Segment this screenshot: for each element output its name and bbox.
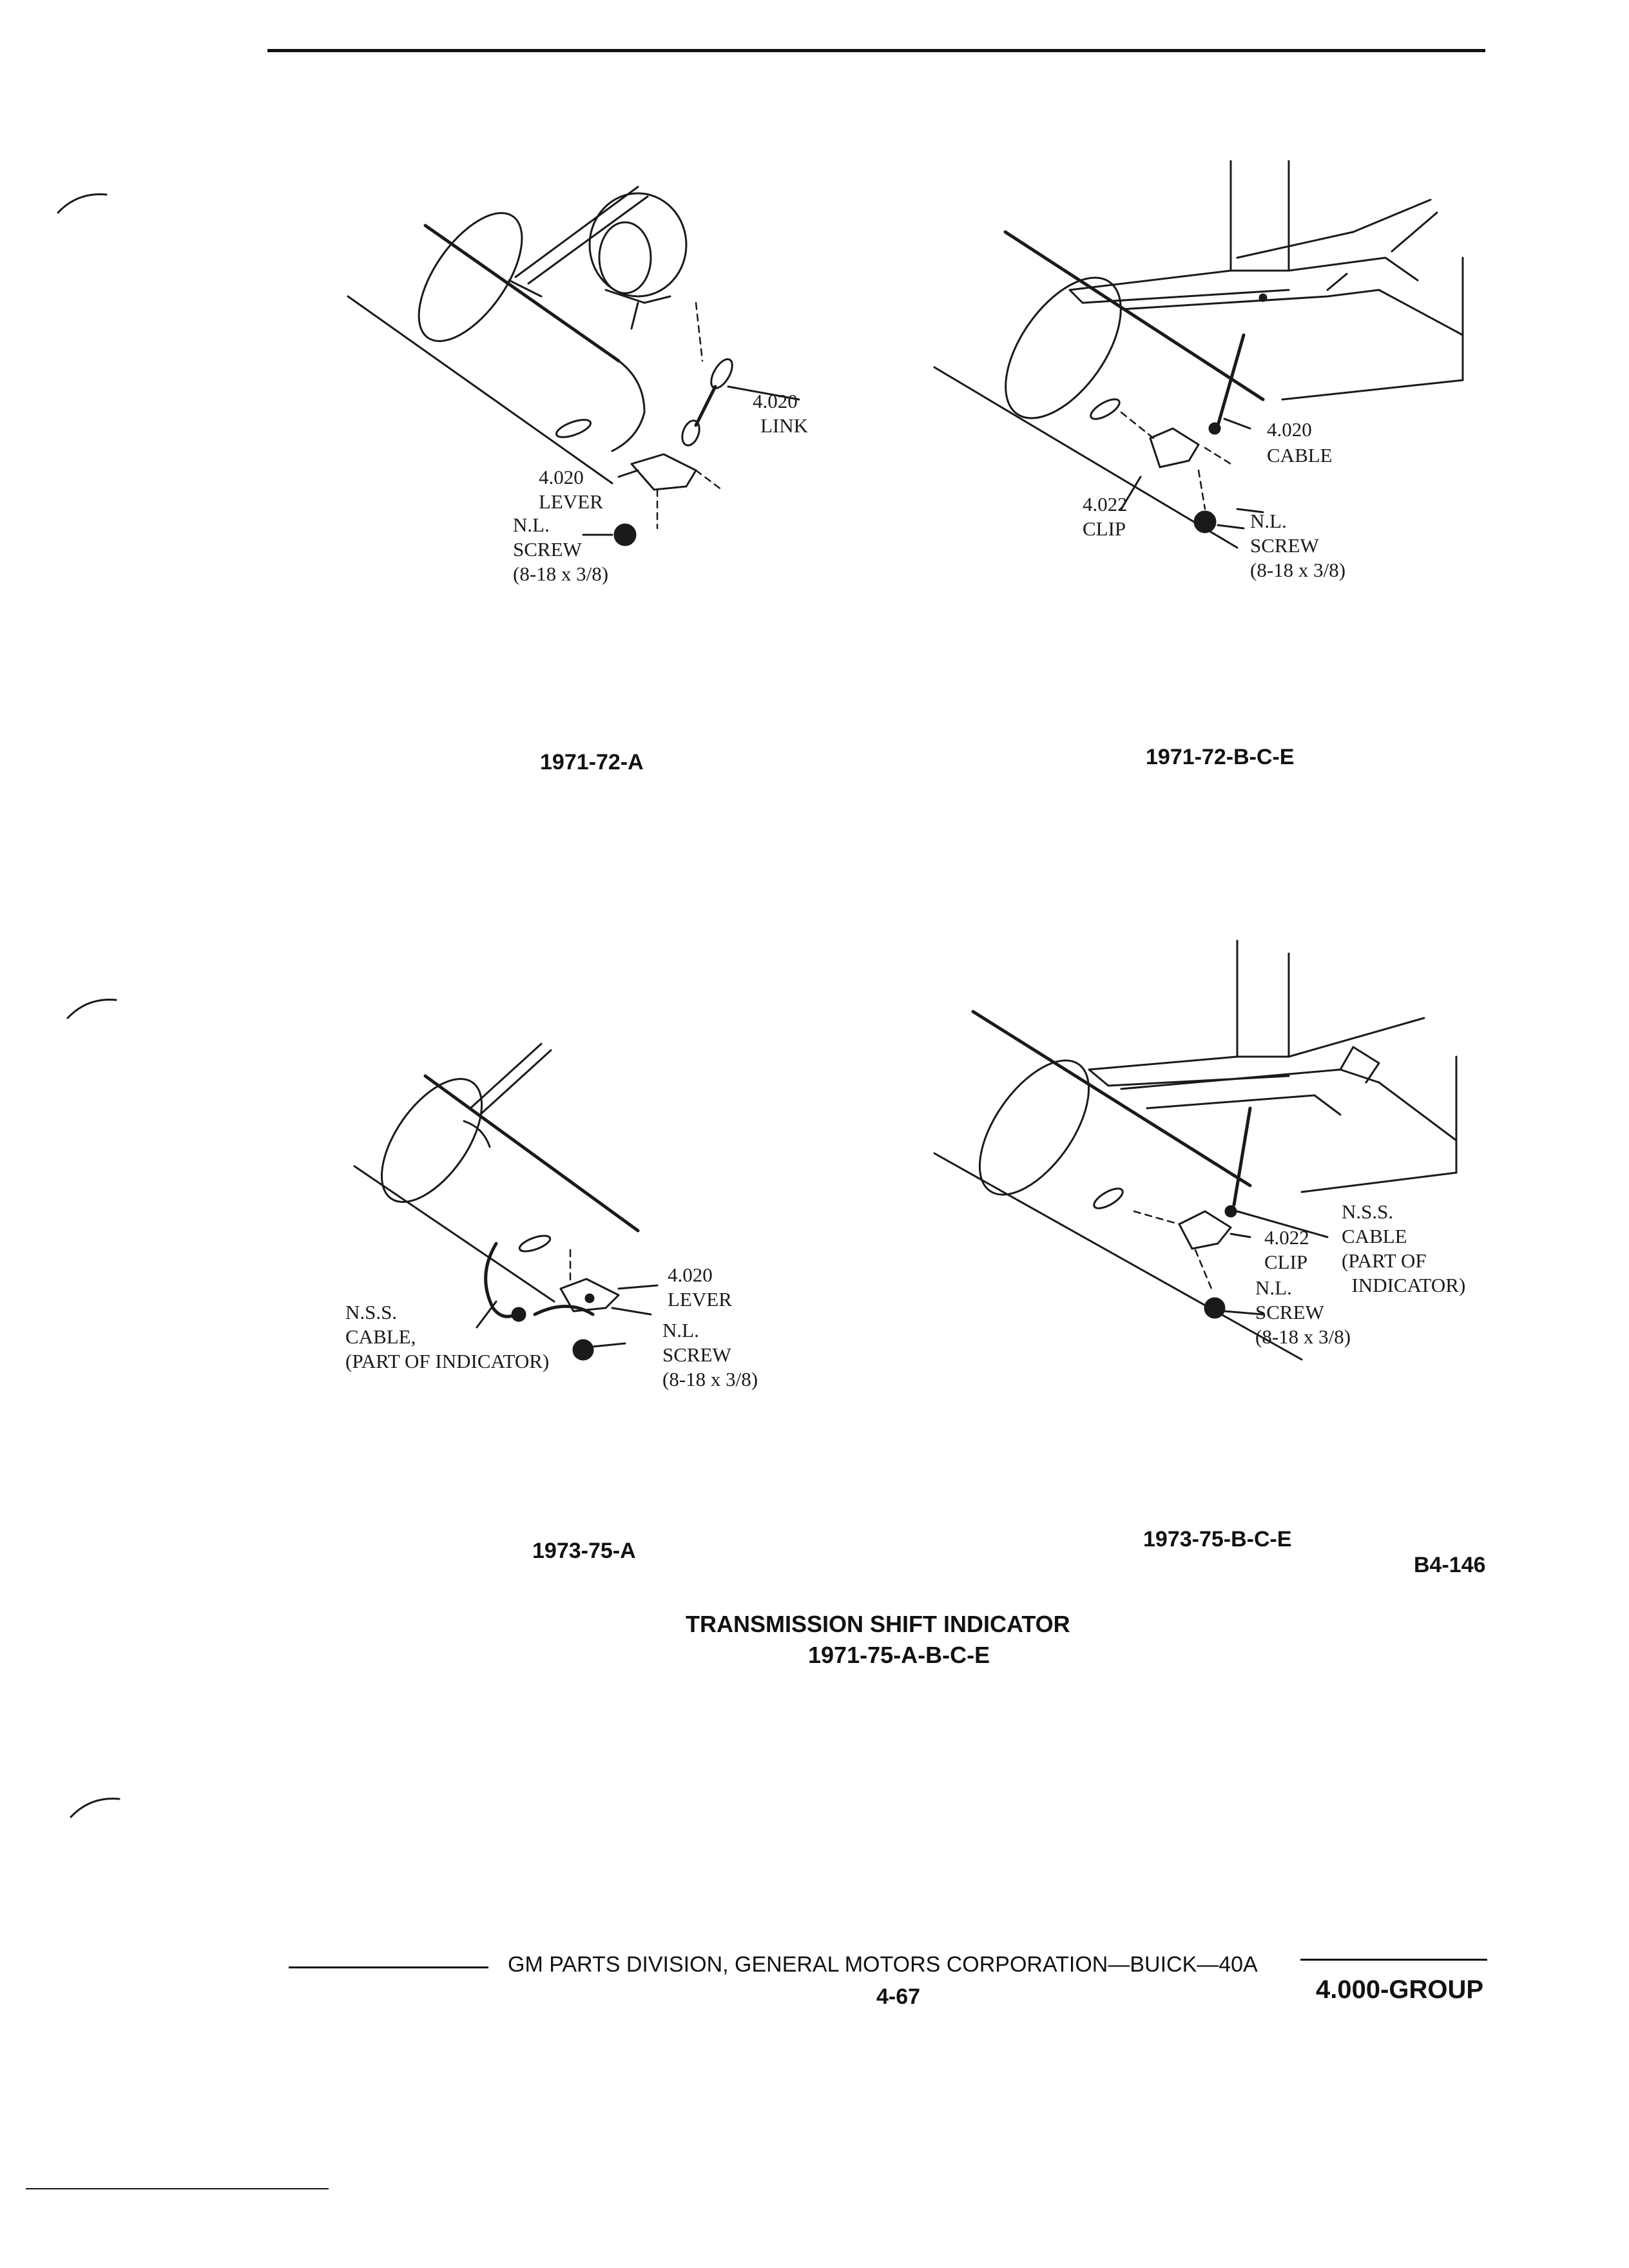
label-screw-size: (8-18 x 3/8) [513, 562, 609, 585]
label-nl-screw-3: N.L. SCREW (8-18 x 3/8) [662, 1319, 758, 1390]
figure-code: B4-146 [1414, 1553, 1486, 1577]
figure-1973-75-a-drawing [353, 1043, 659, 1361]
label-4022-clip-2: 4.022 CLIP [1264, 1226, 1309, 1273]
label-4020-link-number: 4.020 [753, 390, 798, 412]
binder-hole-mark-middle [66, 999, 117, 1019]
label-4020-lever: 4.020 LEVER [668, 1264, 732, 1311]
footer-rule-left [289, 1966, 488, 1968]
label-nss-cable-part-of-indicator: N.S.S. CABLE, (PART OF INDICATOR) [345, 1301, 550, 1372]
label-4022-clip: 4.022 CLIP [1083, 493, 1128, 540]
figure-1971-72-a-drawing [347, 186, 800, 546]
page-title-line1: TRANSMISSION SHIFT INDICATOR [686, 1611, 1070, 1637]
footer-corporation: GM PARTS DIVISION, GENERAL MOTORS CORPOR… [508, 1952, 1258, 1977]
label-4020-lever-number: 4.020 [539, 466, 584, 488]
label-nl-screw-2: N.L. SCREW (8-18 x 3/8) [1250, 510, 1346, 581]
figure-caption-1973-75-bce: 1973-75-B-C-E [1143, 1527, 1292, 1552]
page-title-line2: 1971-75-A-B-C-E [808, 1642, 990, 1668]
scan-edge-line [26, 2188, 329, 2189]
label-nl-screw: N.L. SCREW [513, 514, 582, 561]
label-link: LINK [760, 414, 809, 437]
label-nl-screw-4: N.L. SCREW (8-18 x 3/8) [1255, 1276, 1351, 1348]
header-rule [267, 49, 1485, 52]
binder-hole-mark-bottom [70, 1798, 120, 1818]
label-nss-cable-part-of-indicator-2: N.S.S. CABLE (PART OF INDICATOR) [1342, 1200, 1466, 1296]
label-lever: LEVER [539, 490, 603, 513]
binder-hole-mark-top [57, 193, 108, 214]
footer-rule-right [1300, 1959, 1487, 1961]
figure-1973-75-bce-drawing [933, 939, 1458, 1361]
figure-caption-1971-72-bce: 1971-72-B-C-E [1146, 745, 1295, 769]
figure-1971-72-bce-drawing [933, 160, 1464, 549]
footer-group: 4.000-GROUP [1316, 1975, 1484, 2004]
footer-page-number: 4-67 [876, 1984, 921, 2009]
figure-caption-1971-72-a: 1971-72-A [540, 750, 644, 774]
label-4020-cable-number: 4.020 [1267, 418, 1312, 441]
figure-caption-1973-75-a: 1973-75-A [532, 1539, 636, 1563]
label-cable: CABLE [1267, 444, 1333, 466]
